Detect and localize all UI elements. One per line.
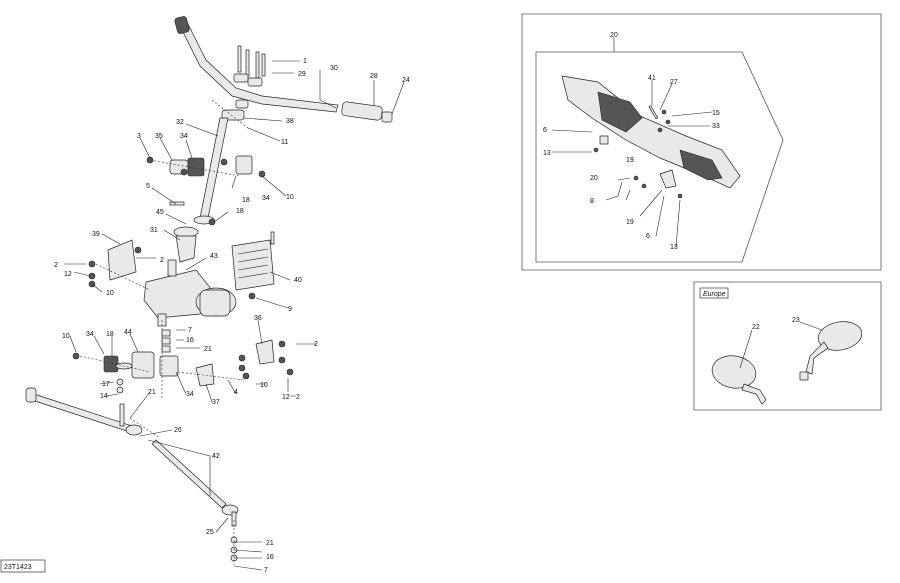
mirror-right: 23 <box>792 317 863 381</box>
callout-5: 5 <box>146 183 150 190</box>
callout-20b: 20 <box>590 175 598 182</box>
callout-21b: 21 <box>148 389 156 396</box>
callout-16b: 16 <box>266 554 274 561</box>
callout-6a: 6 <box>543 127 547 134</box>
callout-27: 27 <box>670 79 678 86</box>
callout-18a: 18 <box>242 197 250 204</box>
callout-16a: 16 <box>186 337 194 344</box>
callout-34c: 34 <box>86 331 94 338</box>
callout-45: 45 <box>156 209 164 216</box>
steering-column <box>173 117 229 263</box>
callout-2b: 2 <box>160 257 164 264</box>
callout-41: 41 <box>648 75 656 82</box>
callout-34a: 34 <box>180 133 188 140</box>
callout-34d: 34 <box>186 391 194 398</box>
callout-10a: 10 <box>286 194 294 201</box>
callout-30: 30 <box>330 65 338 72</box>
callout-10d: 10 <box>62 333 70 340</box>
diagram-code-box: 23T1423 <box>0 559 46 573</box>
mirror-inset: Europe 22 23 <box>693 281 882 411</box>
callout-12a: 12 <box>64 271 72 278</box>
callout-19b: 19 <box>626 219 634 226</box>
lower-column-parts <box>72 329 294 394</box>
tie-rod-left <box>25 387 143 436</box>
callout-9: 9 <box>288 306 292 313</box>
callout-32: 32 <box>176 119 184 126</box>
grip-left <box>174 16 190 34</box>
callout-20: 20 <box>610 32 618 39</box>
callout-28: 28 <box>370 73 378 80</box>
callout-18b: 18 <box>236 208 244 215</box>
callout-4: 4 <box>234 389 238 396</box>
callout-35: 35 <box>155 133 163 140</box>
callout-2c: 2 <box>314 341 318 348</box>
support-bracket <box>88 239 142 288</box>
mirror-left: 22 <box>711 324 767 405</box>
handlebar <box>174 16 339 113</box>
callout-15: 15 <box>712 110 720 117</box>
callout-10c: 10 <box>260 382 268 389</box>
callout-2a: 2 <box>54 262 58 269</box>
callout-43: 43 <box>210 253 218 260</box>
callout-25: 25 <box>206 529 214 536</box>
callout-21a: 21 <box>204 346 212 353</box>
callout-11: 11 <box>281 139 288 146</box>
upper-clamp-parts <box>146 155 266 226</box>
callout-22: 22 <box>752 324 760 331</box>
callout-10b: 10 <box>106 290 114 297</box>
callout-6b: 6 <box>646 233 650 240</box>
callout-13b: 13 <box>670 244 678 251</box>
callout-33: 33 <box>712 123 720 130</box>
callout-23: 23 <box>792 317 800 324</box>
callout-17: 17 <box>102 381 110 388</box>
callout-29: 29 <box>298 71 306 78</box>
diagram-code: 23T1423 <box>4 564 32 571</box>
callout-13a: 13 <box>543 150 551 157</box>
callout-36: 36 <box>254 315 262 322</box>
callout-31: 31 <box>150 227 158 234</box>
callout-8: 8 <box>590 198 594 205</box>
callout-44: 44 <box>124 329 132 336</box>
callout-18c: 18 <box>106 331 114 338</box>
clamp-bolts <box>221 45 266 121</box>
callout-26: 26 <box>174 427 182 434</box>
callout-3: 3 <box>137 133 141 140</box>
tie-rod-right <box>151 439 239 565</box>
callout-14: 14 <box>100 393 108 400</box>
callout-34b: 34 <box>262 195 270 202</box>
power-steering-unit <box>143 259 237 327</box>
handguard-hardware <box>593 105 683 199</box>
region-tag: Europe <box>703 291 726 298</box>
callouts-main: 1 29 30 28 24 38 11 32 3 35 34 18 34 10 … <box>54 58 410 574</box>
callout-21c: 21 <box>266 540 274 547</box>
handguard-leaders: 41 27 15 33 6 13 19 20 8 19 6 13 <box>543 75 720 251</box>
control-module <box>231 231 275 300</box>
leader-lines <box>64 60 405 571</box>
callout-2d: 2 <box>296 394 300 401</box>
callout-24: 24 <box>402 77 410 84</box>
callout-42: 42 <box>212 453 220 460</box>
callout-7a: 7 <box>188 327 192 334</box>
handguard <box>561 75 741 189</box>
handguard-inset: 20 41 27 15 33 6 13 19 20 <box>521 13 882 271</box>
callout-1: 1 <box>303 58 307 65</box>
callout-19a: 19 <box>626 157 634 164</box>
callout-39: 39 <box>92 231 100 238</box>
throttle-grip <box>341 101 393 123</box>
assembly-lines <box>79 99 249 439</box>
callout-12b: 12 <box>282 394 290 401</box>
callout-40: 40 <box>294 277 302 284</box>
callout-38: 38 <box>286 118 294 125</box>
callout-7b: 7 <box>264 567 268 574</box>
callout-37: 37 <box>212 399 220 406</box>
